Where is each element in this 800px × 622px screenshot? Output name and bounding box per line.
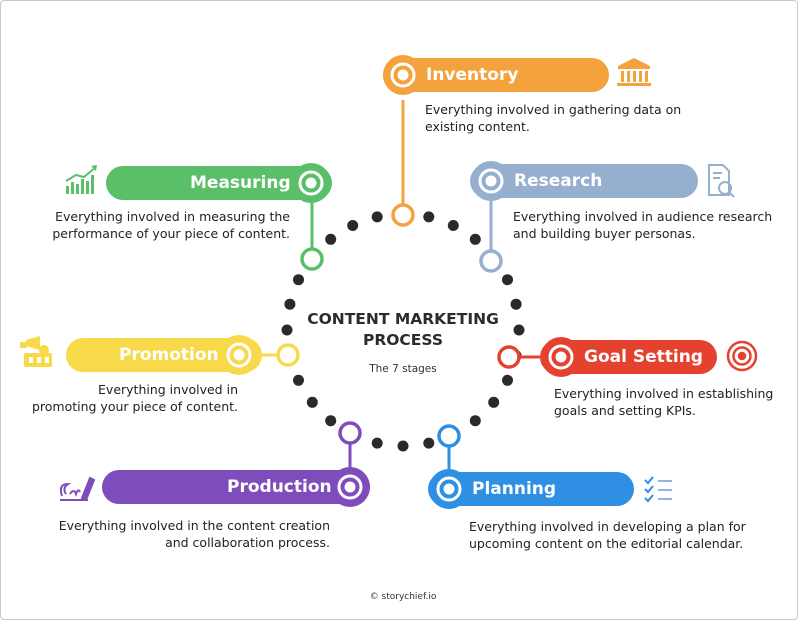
- production-pill: [102, 470, 370, 504]
- ring-dot: [423, 437, 435, 449]
- bank-icon: [617, 58, 651, 86]
- ring-dot: [502, 274, 513, 286]
- planning-pill: [428, 472, 634, 506]
- measuring-node: [300, 247, 324, 271]
- desc-line: Everything involved in audience research: [513, 209, 773, 224]
- ring-dot: [293, 374, 304, 386]
- ring-dot: [502, 374, 513, 386]
- stage-label-measuring: Measuring: [190, 173, 291, 193]
- ring-dot: [510, 298, 522, 310]
- desc-line: and collaboration process.: [165, 535, 330, 550]
- ring-dot: [488, 396, 500, 408]
- checklist-icon: [644, 476, 672, 503]
- inventory-node: [391, 203, 415, 227]
- bar-chart-icon: [65, 165, 97, 194]
- desc-line: Everything involved in measuring the: [55, 209, 290, 224]
- ring-dot: [447, 220, 459, 231]
- ring-dot: [325, 415, 337, 427]
- ring-dot: [371, 437, 383, 449]
- ring-dot: [513, 324, 525, 336]
- desc-line: Everything involved in the content creat…: [58, 518, 330, 533]
- desc-line: and building buyer personas.: [513, 226, 696, 241]
- stage-desc-research: Everything involved in audience research…: [513, 208, 772, 242]
- diagram-subtitle: The 7 stages: [369, 363, 437, 375]
- measuring-pill: [106, 166, 332, 200]
- goal-setting-pill: [540, 340, 717, 374]
- ring-dot: [423, 211, 435, 223]
- stage-desc-planning: Everything involved in developing a plan…: [469, 518, 746, 552]
- inventory-pill: [383, 58, 609, 92]
- diagram-title: CONTENT MARKETING PROCESS: [300, 309, 506, 351]
- research-node: [479, 249, 503, 273]
- planning-node: [437, 424, 461, 448]
- stage-desc-promotion: Everything involved in promoting your pi…: [32, 381, 238, 415]
- megaphone-icon: [20, 336, 52, 367]
- stage-label-goal-setting: Goal Setting: [584, 347, 703, 367]
- ring-dot: [306, 396, 318, 408]
- stage-desc-inventory: Everything involved in gathering data on…: [425, 101, 681, 135]
- ring-dot: [469, 415, 481, 427]
- promotion-pill: [66, 338, 262, 372]
- desc-line: Everything involved in developing a plan…: [469, 519, 746, 534]
- ring-dot: [469, 233, 481, 245]
- target-icon: [726, 340, 758, 372]
- goal-setting-node: [497, 345, 521, 369]
- desc-line: upcoming content on the editorial calend…: [469, 536, 744, 551]
- stage-desc-production: Everything involved in the content creat…: [59, 517, 330, 551]
- ring-dot: [284, 298, 296, 310]
- ring-dot: [281, 324, 293, 336]
- document-search-icon: [708, 164, 735, 198]
- stage-label-research: Research: [514, 171, 603, 191]
- pen-writing-icon: [59, 476, 96, 502]
- desc-line: existing content.: [425, 119, 530, 134]
- ring-dot: [293, 274, 304, 286]
- stage-desc-goal-setting: Everything involved in establishing goal…: [554, 385, 773, 419]
- ring-dot: [325, 233, 337, 245]
- ring-dot: [371, 211, 383, 223]
- desc-line: Everything involved in gathering data on: [425, 102, 682, 117]
- title-line: PROCESS: [362, 331, 444, 349]
- desc-line: Everything involved in: [98, 382, 238, 397]
- ring-dot: [397, 440, 409, 452]
- ring-dot: [347, 220, 359, 231]
- title-line: CONTENT MARKETING: [307, 310, 499, 328]
- desc-line: goals and setting KPIs.: [554, 403, 696, 418]
- promotion-node: [276, 343, 300, 367]
- production-node: [338, 421, 362, 445]
- desc-line: promoting your piece of content.: [31, 399, 238, 414]
- footer-credit: © storychief.io: [369, 592, 437, 602]
- stage-label-inventory: Inventory: [426, 65, 519, 85]
- desc-line: performance of your piece of content.: [52, 226, 290, 241]
- stage-label-promotion: Promotion: [119, 345, 219, 365]
- desc-line: Everything involved in establishing: [554, 386, 774, 401]
- stage-label-planning: Planning: [472, 479, 557, 499]
- stage-label-production: Production: [227, 477, 332, 497]
- research-pill: [470, 164, 698, 198]
- stage-desc-measuring: Everything involved in measuring the per…: [52, 208, 290, 242]
